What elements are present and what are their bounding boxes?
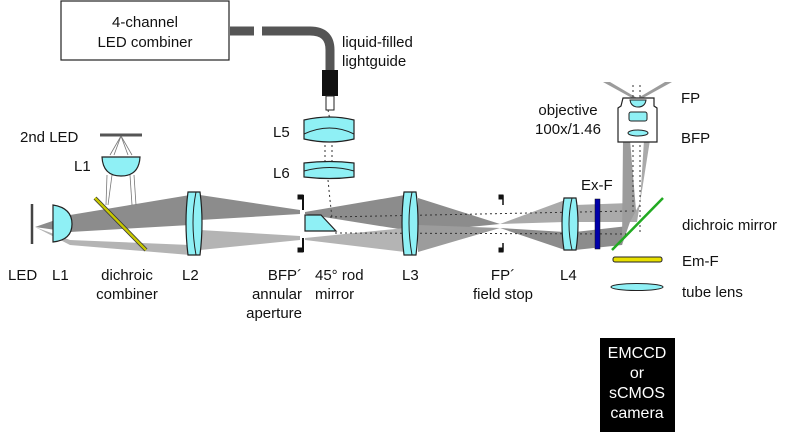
beam-l2-to-aperture-lower	[200, 230, 300, 250]
beam-fp-to-l4-b	[500, 228, 565, 250]
label-field-stop: field stop	[473, 286, 533, 303]
label-rod-2: mirror	[315, 286, 354, 303]
beam-aperture-to-l3-lower	[305, 228, 405, 252]
led-combiner-label-2: LED combiner	[97, 34, 192, 51]
beam-l4-to-dichroic-upper	[575, 203, 630, 222]
camera-box	[600, 338, 675, 432]
beam-objective-out-right	[638, 82, 672, 98]
label-dichroic-combiner-1: dichroic	[101, 267, 153, 284]
second-led-assembly: 2nd LED L1	[20, 129, 142, 206]
beam-dichroic-to-objective-right	[630, 140, 650, 222]
lens-l6: L6	[273, 160, 355, 182]
label-ex-f: Ex-F	[581, 177, 613, 194]
lens-l1	[52, 204, 73, 243]
lightguide-label-2: lightguide	[342, 53, 406, 70]
lens-l2	[185, 191, 203, 256]
label-annular-1: annular	[252, 286, 302, 303]
label-l2: L2	[182, 267, 199, 284]
second-led-rays	[105, 135, 137, 206]
lightguide: liquid-filled lightguide	[230, 26, 413, 111]
emission-filter	[612, 256, 663, 263]
beam-l4-to-dichroic-lower	[575, 226, 628, 250]
beam-paths	[35, 82, 672, 255]
label-l1-top: L1	[74, 158, 91, 175]
rod-mirror	[304, 214, 338, 232]
lens-l6-curve	[303, 167, 355, 172]
label-objective-2: 100x/1.46	[535, 121, 601, 138]
label-bfp-prime: BFP´	[268, 267, 302, 284]
lens-l3	[401, 191, 419, 256]
label-l4: L4	[560, 267, 577, 284]
beam-objective-out-left	[603, 82, 637, 98]
label-bfp: BFP	[681, 130, 710, 147]
label-fp: FP	[681, 90, 700, 107]
lightguide-cable-b	[262, 26, 335, 70]
label-annular-2: aperture	[246, 305, 302, 322]
lens-l5: L5	[273, 116, 355, 143]
led-source	[30, 204, 73, 244]
beam-l3-to-fp-cross-b	[418, 225, 500, 252]
led-combiner-box	[60, 0, 230, 61]
label-em-f: Em-F	[682, 253, 719, 270]
label-dichroic-mirror: dichroic mirror	[682, 217, 777, 234]
lens-l5-shape	[303, 116, 355, 143]
excitation-filter	[594, 198, 601, 250]
second-led-l1-lens	[101, 156, 141, 177]
label-l3: L3	[402, 267, 419, 284]
beam-l3-to-fp-cross-a	[418, 198, 500, 232]
beam-fp-to-l4-a	[500, 200, 565, 224]
lens-l5-curve	[303, 127, 355, 135]
label-dichroic-combiner-2: combiner	[96, 286, 158, 303]
annular-aperture	[297, 194, 304, 253]
camera: EMCCD or sCMOS camera	[600, 338, 675, 432]
label-led: LED	[8, 267, 37, 284]
tube-lens	[610, 283, 664, 291]
objective	[617, 97, 658, 143]
label-l1: L1	[52, 267, 69, 284]
beam-led-to-l2-lower	[35, 227, 190, 255]
label-objective-1: objective	[538, 102, 597, 119]
lens-l6-shape	[303, 160, 355, 180]
led-combiner: 4-channel LED combiner	[60, 0, 230, 61]
camera-label-1: EMCCD	[608, 345, 667, 362]
label-rod-1: 45° rod	[315, 267, 364, 284]
label-second-led: 2nd LED	[20, 129, 79, 146]
camera-label-4: camera	[610, 405, 663, 422]
lens-l4	[561, 197, 579, 251]
led-combiner-label-1: 4-channel	[112, 14, 178, 31]
beam-dichroic-to-objective-left	[622, 140, 637, 245]
dichroic-mirror	[611, 197, 664, 251]
camera-label-3: sCMOS	[609, 385, 665, 402]
lightguide-label-1: liquid-filled	[342, 34, 413, 51]
label-fp-prime: FP´	[491, 267, 515, 284]
camera-label-2: or	[630, 365, 645, 382]
beam-aperture-to-l3-upper	[305, 195, 405, 230]
dichroic-combiner-fill	[94, 197, 147, 251]
lightguide-connector	[322, 70, 338, 96]
lightguide-tip	[325, 95, 335, 111]
field-stop	[498, 194, 504, 253]
beam-l2-to-aperture-upper	[200, 195, 300, 220]
label-tube-lens: tube lens	[682, 284, 743, 301]
label-l5: L5	[273, 124, 290, 141]
label-l6: L6	[273, 165, 290, 182]
